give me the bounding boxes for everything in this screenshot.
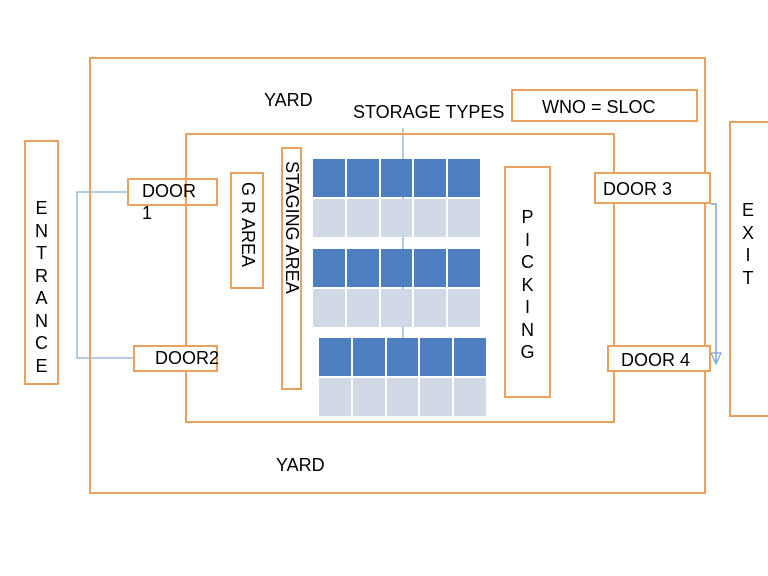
storage-bin-empty (414, 199, 447, 237)
storage-bin-empty (454, 378, 486, 416)
door-4-box: DOOR 4 (607, 345, 711, 372)
storage-bin-empty (313, 289, 345, 327)
yard-label-bottom: YARD (276, 455, 325, 475)
storage-bin-empty (346, 289, 379, 327)
storage-bin-occupied (346, 249, 379, 287)
storage-bin-empty (380, 289, 413, 327)
storage-types-label: STORAGE TYPES (353, 102, 505, 122)
entrance-box: E N T R A N C E (24, 140, 59, 385)
storage-bin-occupied (414, 159, 447, 197)
wno-sloc-box: WNO = SLOC (511, 89, 698, 122)
door-3-box: DOOR 3 (594, 172, 711, 204)
storage-bin-occupied (448, 249, 480, 287)
exit-label: E X I T (741, 200, 754, 288)
storage-bin-occupied (420, 338, 453, 376)
entrance-door-connector (76, 191, 134, 359)
storage-rack-3 (319, 338, 486, 416)
storage-bin-occupied (346, 159, 379, 197)
storage-bin-empty (420, 378, 453, 416)
storage-bin-empty (352, 378, 385, 416)
storage-bin-occupied (352, 338, 385, 376)
yard-label-top: YARD (264, 90, 313, 110)
storage-bin-empty (313, 199, 345, 237)
storage-bin-empty (386, 378, 419, 416)
door-1-box: DOOR 1 (127, 178, 218, 222)
storage-bin-empty (346, 199, 379, 237)
door-2-box: DOOR2 (133, 345, 220, 372)
exit-box: E X I T (729, 121, 768, 417)
storage-bin-occupied (380, 249, 413, 287)
storage-bin-empty (380, 199, 413, 237)
storage-bin-occupied (414, 249, 447, 287)
wno-sloc-label: WNO = SLOC (542, 97, 656, 117)
staging-area-box: STAGING AREA (281, 147, 302, 390)
arrow-down-icon (710, 352, 722, 366)
storage-bin-occupied (448, 159, 480, 197)
storage-bin-occupied (380, 159, 413, 197)
storage-bin-occupied (454, 338, 486, 376)
storage-bin-occupied (313, 249, 345, 287)
storage-bin-occupied (313, 159, 345, 197)
gr-area-box: G R AREA (230, 172, 264, 289)
storage-rack-1 (313, 159, 480, 237)
picking-label: P I C K I N G (520, 207, 535, 362)
storage-bin-empty (414, 289, 447, 327)
door-1-label-line1: DOOR (142, 181, 196, 201)
storage-bin-occupied (386, 338, 419, 376)
storage-rack-2 (313, 249, 480, 327)
storage-bin-empty (448, 199, 480, 237)
door-4-label: DOOR 4 (621, 350, 691, 370)
storage-bin-occupied (319, 338, 351, 376)
gr-area-label: G R AREA (238, 182, 258, 268)
door-3-label: DOOR 3 (603, 179, 673, 199)
warehouse-boundary (185, 133, 615, 423)
door-1-label-line2: 1 (142, 203, 153, 223)
door-2-label: DOOR2 (155, 348, 220, 368)
storage-bin-empty (319, 378, 351, 416)
entrance-label: E N T R A N C E (35, 198, 48, 376)
yard-boundary (89, 57, 706, 494)
door3-door4-connector (711, 203, 717, 362)
picking-box: P I C K I N G (504, 166, 551, 398)
storage-bin-empty (448, 289, 480, 327)
staging-area-label: STAGING AREA (282, 161, 302, 294)
